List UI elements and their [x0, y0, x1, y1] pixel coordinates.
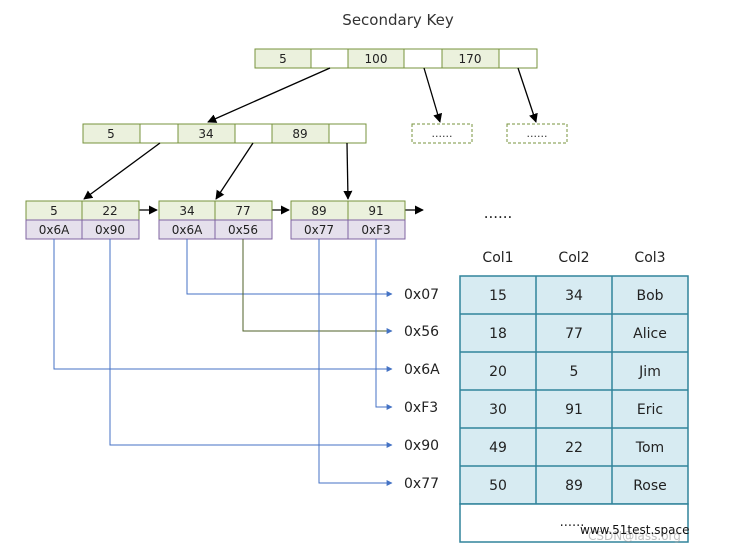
internal-pointer-cell — [139, 123, 179, 144]
root-pointer-cell — [310, 48, 349, 69]
table-cell: Tom — [635, 440, 664, 456]
table-row: 15 34 Bob — [489, 288, 664, 304]
table-row: 50 89 Rose — [489, 478, 667, 494]
row-address-label: 0x90 — [404, 438, 439, 454]
table-cell: 22 — [565, 440, 583, 456]
placeholder-box — [411, 123, 473, 144]
edge-root-to-internal — [207, 67, 331, 123]
table-cell: 91 — [565, 402, 583, 418]
leaf-key-label: 89 — [311, 204, 326, 218]
leaf-addr-label: 0x56 — [228, 223, 258, 237]
table-more-label: ...... — [560, 515, 585, 530]
row-address-label: 0x77 — [404, 476, 439, 492]
table-cell: Bob — [636, 288, 663, 304]
root-key-label: 5 — [279, 52, 287, 66]
edge-internal-to-leaf — [83, 142, 161, 200]
leaf-node: 5 22 0x6A 0x90 — [25, 200, 140, 240]
row-address-label: 0x56 — [404, 324, 439, 340]
placeholder-label: ...... — [432, 127, 453, 140]
root-node: 5 100 170 — [254, 48, 538, 69]
data-table: Col1 Col2 Col3 15 34 Bob 18 77 Alice 20 … — [459, 250, 689, 543]
link-0x6A-to-0x6A — [53, 239, 393, 372]
table-cell: Alice — [633, 326, 667, 342]
table-cell: Rose — [633, 478, 667, 494]
table-cell: 18 — [489, 326, 507, 342]
table-header: Col3 — [634, 250, 665, 266]
table-row: 49 22 Tom — [489, 440, 664, 456]
table-footer-row — [459, 503, 689, 543]
table-cell: Eric — [637, 402, 663, 418]
placeholder-node: ...... — [506, 123, 568, 144]
link-0x56-to-0x56 — [242, 239, 393, 334]
leaf-addr-label: 0x6A — [172, 223, 203, 237]
leaf-key-label: 77 — [235, 204, 250, 218]
address-links — [53, 239, 393, 486]
table-cell: 15 — [489, 288, 507, 304]
leaf-node: 34 77 0x6A 0x56 — [158, 200, 273, 240]
table-cell: 77 — [565, 326, 583, 342]
placeholder-box — [506, 123, 568, 144]
table-cell: 5 — [570, 364, 579, 380]
root-key-label: 100 — [365, 52, 388, 66]
leaf-node: 89 91 0x77 0xF3 — [290, 200, 406, 240]
root-pointer-cell — [498, 48, 538, 69]
table-cell: Jim — [638, 364, 661, 380]
internal-key-label: 34 — [198, 127, 213, 141]
leaf-key-label: 91 — [368, 204, 383, 218]
link-0x90-to-0x90 — [109, 239, 393, 448]
edge-root-to-placeholder — [517, 67, 538, 123]
table-cell: 30 — [489, 402, 507, 418]
leaf-more-label: ...... — [484, 204, 513, 222]
table-row: 18 77 Alice — [489, 326, 667, 342]
link-0x77-to-0x77 — [318, 239, 393, 486]
internal-pointer-cell — [234, 123, 273, 144]
table-cell: 49 — [489, 440, 507, 456]
leaf-key-label: 22 — [102, 204, 117, 218]
row-address-label: 0x6A — [404, 362, 440, 378]
table-cell: 50 — [489, 478, 507, 494]
link-0xF3-to-0xF3 — [375, 239, 393, 410]
table-cell: 20 — [489, 364, 507, 380]
edge-root-to-placeholder — [423, 67, 443, 123]
row-address-label: 0xF3 — [404, 400, 438, 416]
table-header: Col2 — [558, 250, 589, 266]
internal-node: 5 34 89 — [82, 123, 367, 144]
edge-internal-to-leaf — [343, 142, 353, 200]
internal-key-label: 89 — [292, 127, 307, 141]
table-row: 30 91 Eric — [489, 402, 663, 418]
leaf-key-label: 5 — [50, 204, 58, 218]
tree-edges — [83, 67, 538, 215]
watermark-front: www.51test.space — [580, 523, 690, 537]
watermark-back: CSDN@lass.org — [588, 529, 681, 543]
table-grid — [460, 276, 688, 504]
leaf-addr-label: 0x90 — [95, 223, 125, 237]
internal-pointer-cell — [328, 123, 367, 144]
row-address-label: 0x07 — [404, 287, 439, 303]
table-header: Col1 — [482, 250, 513, 266]
table-cell: 89 — [565, 478, 583, 494]
placeholder-label: ...... — [527, 127, 548, 140]
leaf-addr-label: 0x6A — [39, 223, 70, 237]
diagram-title: Secondary Key — [342, 11, 454, 29]
internal-key-label: 5 — [107, 127, 115, 141]
placeholder-node: ...... — [411, 123, 473, 144]
root-key-label: 170 — [459, 52, 482, 66]
link-0x6A-to-0x07 — [186, 239, 393, 297]
edge-internal-to-leaf — [215, 142, 254, 200]
table-cell: 34 — [565, 288, 583, 304]
table-row: 20 5 Jim — [489, 364, 661, 380]
root-pointer-cell — [403, 48, 443, 69]
leaf-addr-label: 0x77 — [304, 223, 334, 237]
row-address-list: 0x07 0x56 0x6A 0xF3 0x90 0x77 — [404, 287, 440, 492]
leaf-addr-label: 0xF3 — [361, 223, 390, 237]
leaf-key-label: 34 — [179, 204, 194, 218]
